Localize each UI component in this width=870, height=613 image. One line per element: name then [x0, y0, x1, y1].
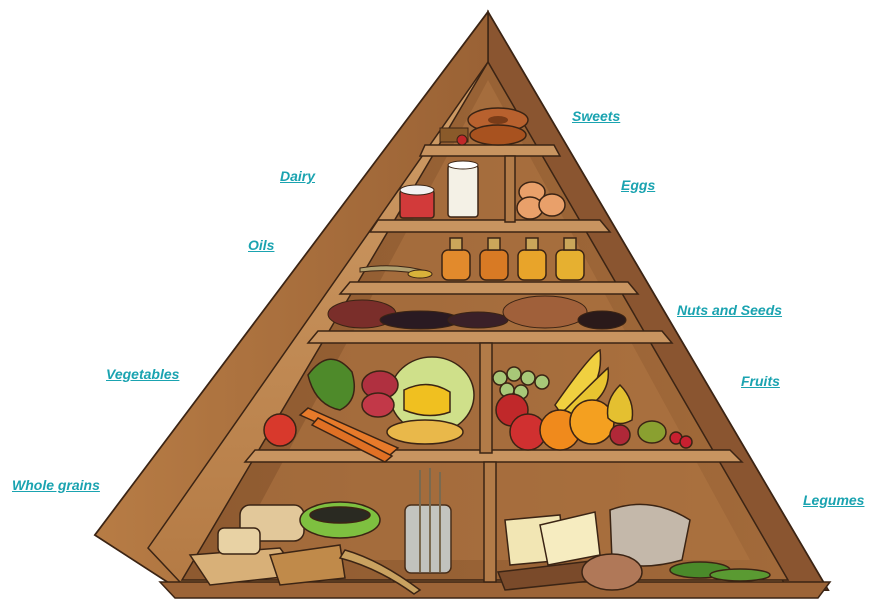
label-oils[interactable]: Oils — [248, 237, 274, 253]
label-eggs[interactable]: Eggs — [621, 177, 655, 193]
label-fruits[interactable]: Fruits — [741, 373, 780, 389]
label-nuts-and-seeds[interactable]: Nuts and Seeds — [677, 302, 782, 318]
label-whole-grains[interactable]: Whole grains — [12, 477, 100, 493]
label-vegetables[interactable]: Vegetables — [106, 366, 179, 382]
label-dairy[interactable]: Dairy — [280, 168, 315, 184]
label-legumes[interactable]: Legumes — [803, 492, 864, 508]
label-sweets[interactable]: Sweets — [572, 108, 620, 124]
